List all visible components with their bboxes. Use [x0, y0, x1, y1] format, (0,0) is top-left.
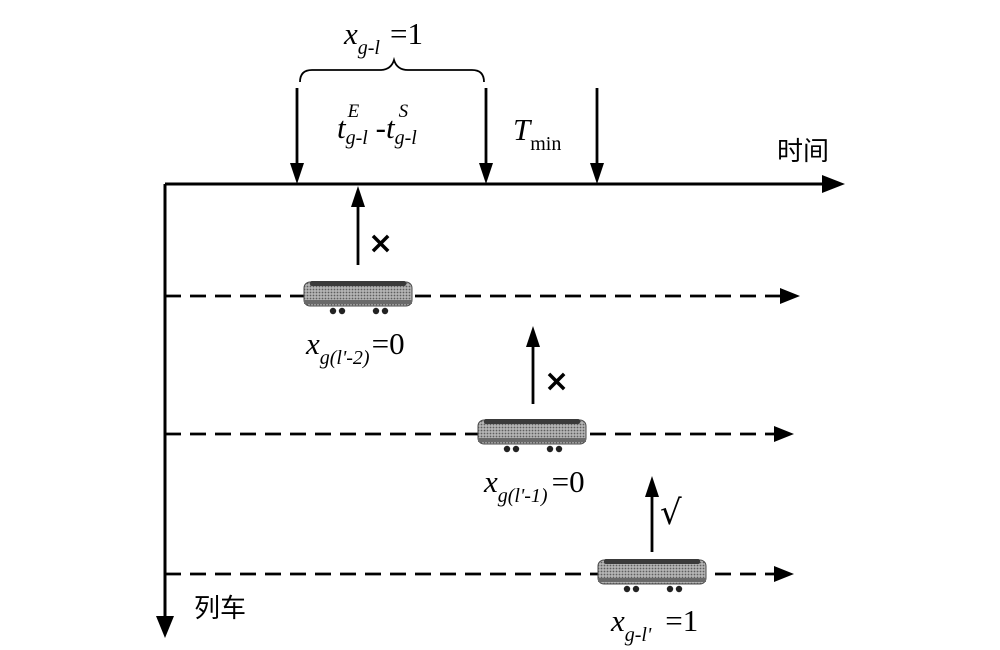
brace-var: x	[344, 16, 358, 51]
tmin-T: T	[513, 112, 531, 147]
train-1-variable-label: xg(l'-2)=0	[306, 326, 405, 368]
train-track-2-arrowhead	[774, 426, 794, 442]
train-2-feasibility-arrowhead	[526, 326, 540, 347]
train-1-feasibility-arrowhead	[351, 186, 365, 207]
train-3-icon	[597, 559, 707, 593]
train-2-icon	[477, 419, 587, 453]
train-3-var: x	[611, 603, 625, 638]
train-3-variable-label: xg-l' =1	[611, 603, 699, 645]
interval-t1: t	[337, 110, 346, 145]
train-axis-arrowhead	[156, 616, 174, 638]
brace-val: =1	[389, 16, 423, 51]
interval-brace	[299, 56, 485, 83]
time-axis-label: 时间	[777, 137, 830, 167]
train-track-1-arrowhead	[780, 288, 800, 304]
train-2-infeasible-mark: ×	[544, 364, 570, 399]
interval-t2-sub: g-l	[394, 127, 417, 149]
train-1-sub: g(l'-2)	[319, 347, 370, 369]
brace-sub: g-l	[357, 37, 380, 59]
train-2-sub: g(l'-1)	[497, 485, 548, 507]
train-1-var: x	[306, 326, 320, 361]
interval-start-arrowhead	[290, 163, 304, 184]
interval-t1-sub: g-l	[345, 127, 368, 149]
train-2-variable-label: xg(l'-1)=0	[484, 464, 585, 506]
interval-t2: t	[385, 110, 395, 145]
train-3-sub: g-l'	[624, 624, 652, 646]
interval-t2-sup: S	[398, 101, 409, 122]
train-2-val: =0	[551, 464, 585, 499]
train-3-val: =1	[665, 603, 699, 638]
interval-minus: -	[375, 110, 386, 145]
train-track-3-arrowhead	[774, 566, 794, 582]
train-2-var: x	[484, 464, 498, 499]
tmin-sub: min	[530, 133, 562, 155]
brace-label: xg-l =1	[344, 16, 423, 58]
time-axis-arrowhead	[822, 175, 845, 193]
train-axis-label: 列车	[194, 594, 247, 624]
train-1-val: =0	[371, 326, 405, 361]
train-3-feasible-mark: √	[660, 493, 682, 533]
train-3-feasibility-arrowhead	[645, 476, 659, 497]
interval-t1-sup: E	[347, 101, 360, 122]
interval-end-arrowhead	[479, 163, 493, 184]
tmin-arrowhead	[590, 163, 604, 184]
tmin-label: Tmin	[513, 112, 561, 154]
train-1-infeasible-mark: ×	[368, 226, 394, 261]
train-1-icon	[303, 281, 413, 315]
